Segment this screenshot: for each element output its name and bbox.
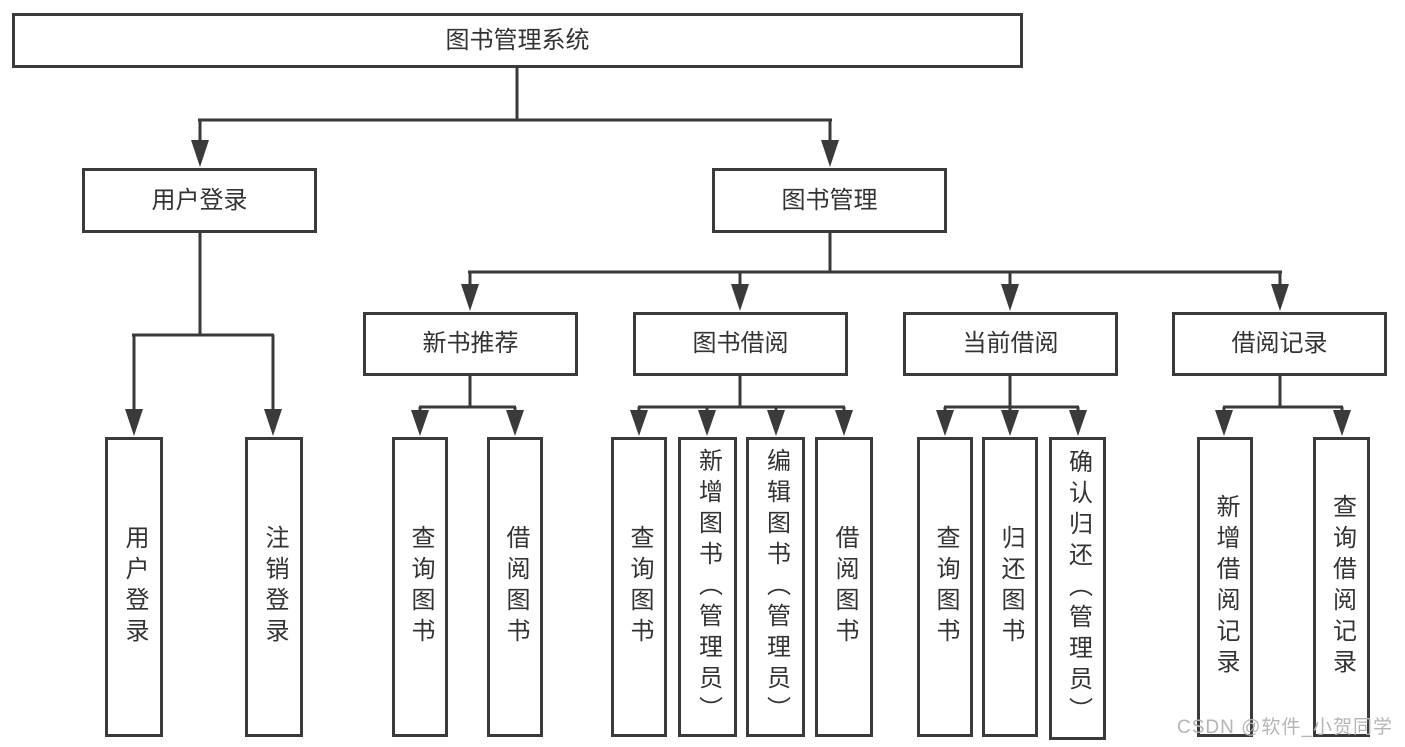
leaf-query-books-recommend-label: 查询图书 [407,525,434,649]
leaf-borrow-books: 借阅图书 [815,437,873,737]
leaf-query-books-borrow: 查询图书 [611,437,667,737]
leaf-confirm-return-admin: 确认归还（管理员） [1049,437,1106,740]
leaf-query-books-current-label: 查询图书 [932,525,959,649]
leaf-add-borrow-record: 新增借阅记录 [1197,437,1253,737]
leaf-borrow-books-label: 借阅图书 [831,525,858,649]
leaf-query-borrow-record-label: 查询借阅记录 [1328,494,1356,680]
leaf-edit-book-admin-label: 编辑图书（管理员） [762,447,790,727]
node-library-system: 图书管理系统 [12,13,1023,68]
leaf-query-books-current: 查询图书 [917,437,973,737]
node-book-borrow: 图书借阅 [633,312,848,376]
node-library-system-label: 图书管理系统 [445,26,590,54]
node-new-book-recommend: 新书推荐 [363,312,578,376]
leaf-return-book-label: 归还图书 [997,525,1024,649]
leaf-return-book: 归还图书 [982,437,1038,737]
node-borrow-records: 借阅记录 [1172,312,1387,376]
leaf-add-book-admin: 新增图书（管理员） [678,437,737,737]
node-user-login-label: 用户登录 [151,186,248,214]
leaf-query-books-recommend: 查询图书 [392,437,448,737]
leaf-user-login-label: 用户登录 [121,525,148,649]
csdn-watermark: CSDN @软件_小贺同学 [1177,717,1393,738]
node-user-login: 用户登录 [82,168,317,233]
leaf-query-borrow-record: 查询借阅记录 [1313,437,1370,737]
node-new-book-recommend-label: 新书推荐 [422,330,519,357]
leaf-logout: 注销登录 [245,437,303,737]
leaf-borrow-books-recommend-label: 借阅图书 [502,525,529,649]
leaf-logout-label: 注销登录 [261,525,288,649]
leaf-add-book-admin-label: 新增图书（管理员） [694,447,722,727]
leaf-add-borrow-record-label: 新增借阅记录 [1212,494,1239,680]
leaf-confirm-return-admin-label: 确认归还（管理员） [1064,449,1092,728]
node-borrow-records-label: 借阅记录 [1231,330,1328,357]
node-book-management: 图书管理 [712,168,947,233]
leaf-query-books-borrow-label: 查询图书 [626,525,653,649]
node-book-management-label: 图书管理 [781,186,878,214]
leaf-user-login: 用户登录 [105,437,163,737]
node-current-borrow: 当前借阅 [903,312,1118,376]
node-book-borrow-label: 图书借阅 [692,330,789,357]
leaf-edit-book-admin: 编辑图书（管理员） [746,437,805,737]
leaf-borrow-books-recommend: 借阅图书 [487,437,543,737]
node-current-borrow-label: 当前借阅 [962,330,1059,357]
